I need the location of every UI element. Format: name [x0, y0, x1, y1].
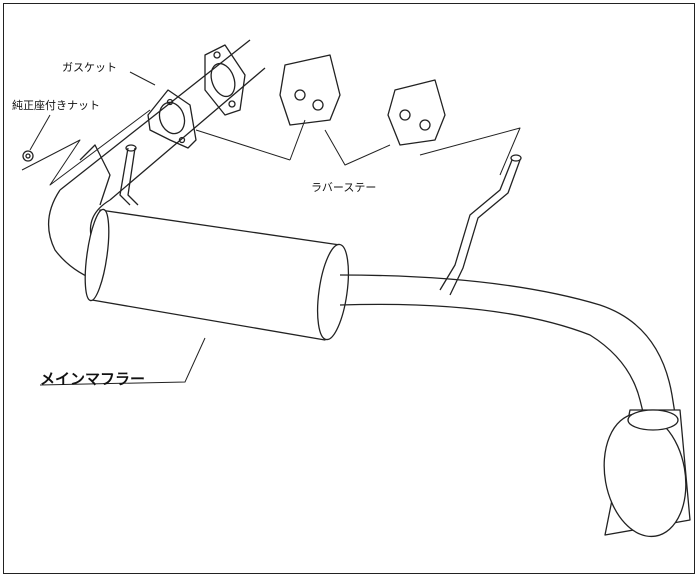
rubber-stay-1 [279, 54, 341, 126]
rubber-stay-2 [387, 79, 446, 146]
tail-pipe [339, 274, 677, 421]
main-muffler-label: メインマフラー [40, 370, 146, 388]
pipe-flange [204, 44, 246, 116]
nut [22, 150, 34, 162]
nut-label: 純正座付きナット [12, 99, 100, 112]
rubber-stay-label: ラバーステー [311, 181, 377, 194]
front-hanger [79, 144, 139, 206]
main-muffler-body [84, 208, 350, 341]
rear-hanger [439, 154, 522, 296]
gasket-label: ガスケット [62, 61, 117, 74]
diagram-border [3, 3, 695, 574]
gasket [147, 89, 197, 149]
tail-tip [603, 409, 691, 538]
leader-lines [21, 71, 521, 386]
